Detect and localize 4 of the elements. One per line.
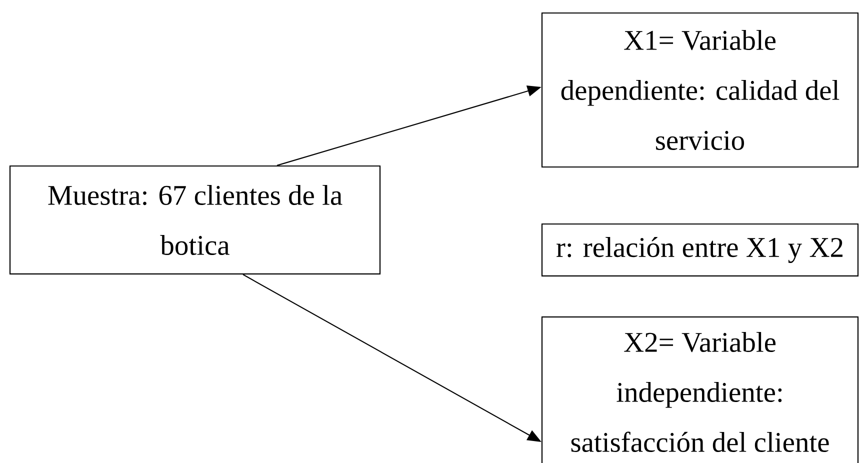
text-box: X2= Variable independiente: satisfacción del cliente bbox=[541, 316, 859, 463]
text-box: r: relación entre X1 y X2 bbox=[541, 223, 859, 277]
text-box: Muestra: 67 clientes de la botica bbox=[9, 165, 381, 275]
text-box: X1= Variable dependiente: calidad del servicio bbox=[541, 12, 859, 168]
